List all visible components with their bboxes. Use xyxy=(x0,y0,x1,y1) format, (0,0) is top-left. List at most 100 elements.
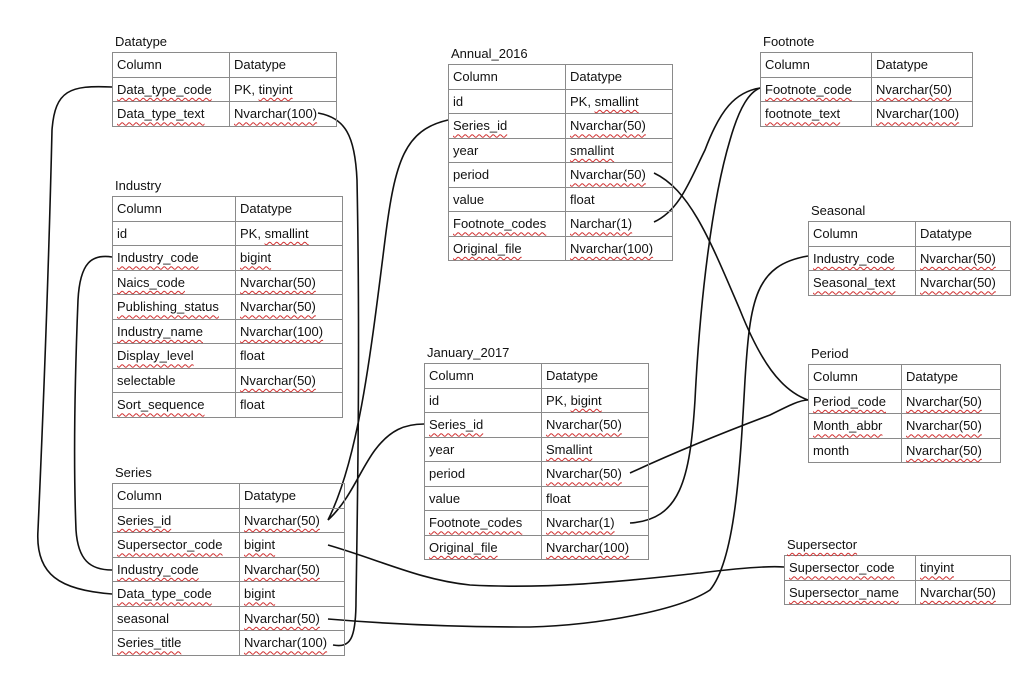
column-header: Column xyxy=(760,52,872,78)
column-name: Supersector_code xyxy=(784,555,916,581)
column-name: footnote_text xyxy=(760,101,872,127)
column-datatype: Nvarchar(100) xyxy=(229,101,337,127)
column-header: Column xyxy=(808,364,902,390)
column-name: month xyxy=(808,437,902,463)
column-name: Footnote_codes xyxy=(424,510,542,536)
column-name: Period_code xyxy=(808,388,902,414)
column-name: id xyxy=(448,88,566,114)
datatype-header: Datatype xyxy=(871,52,973,78)
link-industry-code xyxy=(73,255,113,571)
link-datatype-code xyxy=(37,85,113,595)
column-name: Data_type_code xyxy=(112,76,230,102)
column-datatype: PK, smallint xyxy=(565,88,673,114)
link-period-annual xyxy=(653,172,809,401)
datatype-prefix: PK, xyxy=(570,93,595,109)
column-name: Series_id xyxy=(424,412,542,438)
column-datatype: float xyxy=(235,392,343,418)
column-datatype: PK, tinyint xyxy=(229,76,337,102)
column-datatype: Nvarchar(50) xyxy=(239,605,345,631)
datatype-header: Datatype xyxy=(901,364,1001,390)
column-datatype: float xyxy=(565,186,673,212)
column-datatype: bigint xyxy=(239,532,345,558)
datatype-header: Datatype xyxy=(235,196,343,222)
column-datatype: bigint xyxy=(239,581,345,607)
table-title: Period xyxy=(811,346,849,361)
datatype-type: smallint xyxy=(264,225,309,241)
column-name: Data_type_text xyxy=(112,101,230,127)
column-datatype: Nvarchar(100) xyxy=(541,534,649,560)
column-name: Series_id xyxy=(112,507,240,533)
column-datatype: Nvarchar(50) xyxy=(235,294,343,320)
column-name: id xyxy=(112,220,236,246)
datatype-type: tinyint xyxy=(258,81,293,97)
column-datatype: Smallint xyxy=(541,436,649,462)
column-datatype: Nvarchar(50) xyxy=(871,76,973,102)
column-name: value xyxy=(424,485,542,511)
column-name: Footnote_codes xyxy=(448,211,566,237)
column-datatype: Nvarchar(50) xyxy=(901,437,1001,463)
column-header: Column xyxy=(112,483,240,509)
column-datatype: Nvarchar(50) xyxy=(565,113,673,139)
datatype-prefix: PK, xyxy=(546,392,571,408)
column-name: Supersector_name xyxy=(784,579,916,605)
column-header: Column xyxy=(112,196,236,222)
column-datatype: Nvarchar(100) xyxy=(565,235,673,261)
datatype-header: Datatype xyxy=(239,483,345,509)
column-datatype: Nvarchar(50) xyxy=(235,269,343,295)
column-datatype: Nvarchar(50) xyxy=(541,412,649,438)
column-name: Sort_sequence xyxy=(112,392,236,418)
column-name: year xyxy=(448,137,566,163)
datatype-header: Datatype xyxy=(915,221,1011,247)
column-datatype: Nvarchar(50) xyxy=(901,388,1001,414)
table-title: Datatype xyxy=(115,34,168,49)
column-datatype: Nvarchar(50) xyxy=(901,413,1001,439)
column-header: Column xyxy=(808,221,916,247)
column-datatype: smallint xyxy=(565,137,673,163)
column-datatype: Nvarchar(100) xyxy=(239,630,345,656)
column-datatype: Nvarchar(50) xyxy=(235,367,343,393)
table-title: Supersector xyxy=(787,537,858,552)
column-name: id xyxy=(424,387,542,413)
column-name: Series_id xyxy=(448,113,566,139)
column-header: Column xyxy=(424,363,542,389)
column-name: Original_file xyxy=(448,235,566,261)
column-datatype: Nvarchar(50) xyxy=(915,245,1011,271)
column-name: value xyxy=(448,186,566,212)
column-name: seasonal xyxy=(112,605,240,631)
